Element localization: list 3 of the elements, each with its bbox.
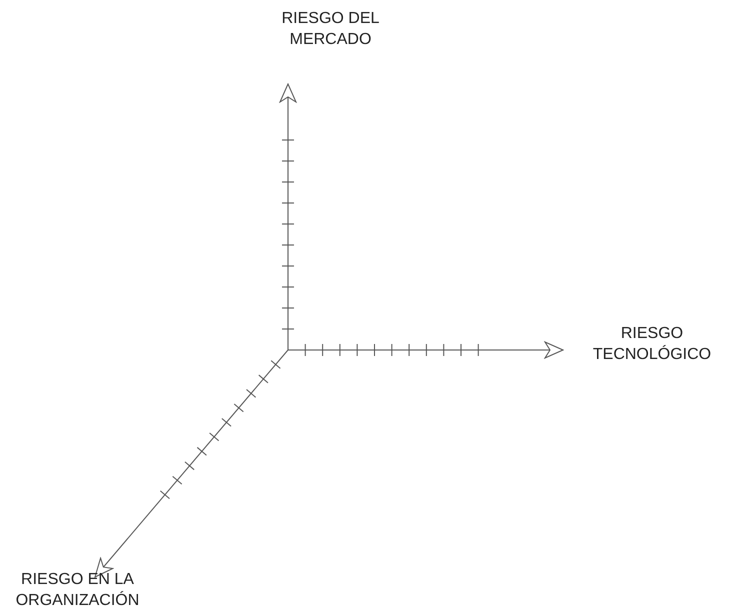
axis-label: RIESGO EN LA ORGANIZACIÓN: [14, 570, 140, 611]
axis-label: RIESGO DEL MERCADO: [280, 9, 380, 50]
axis-label: RIESGO TECNOLÓGICO: [592, 324, 712, 365]
